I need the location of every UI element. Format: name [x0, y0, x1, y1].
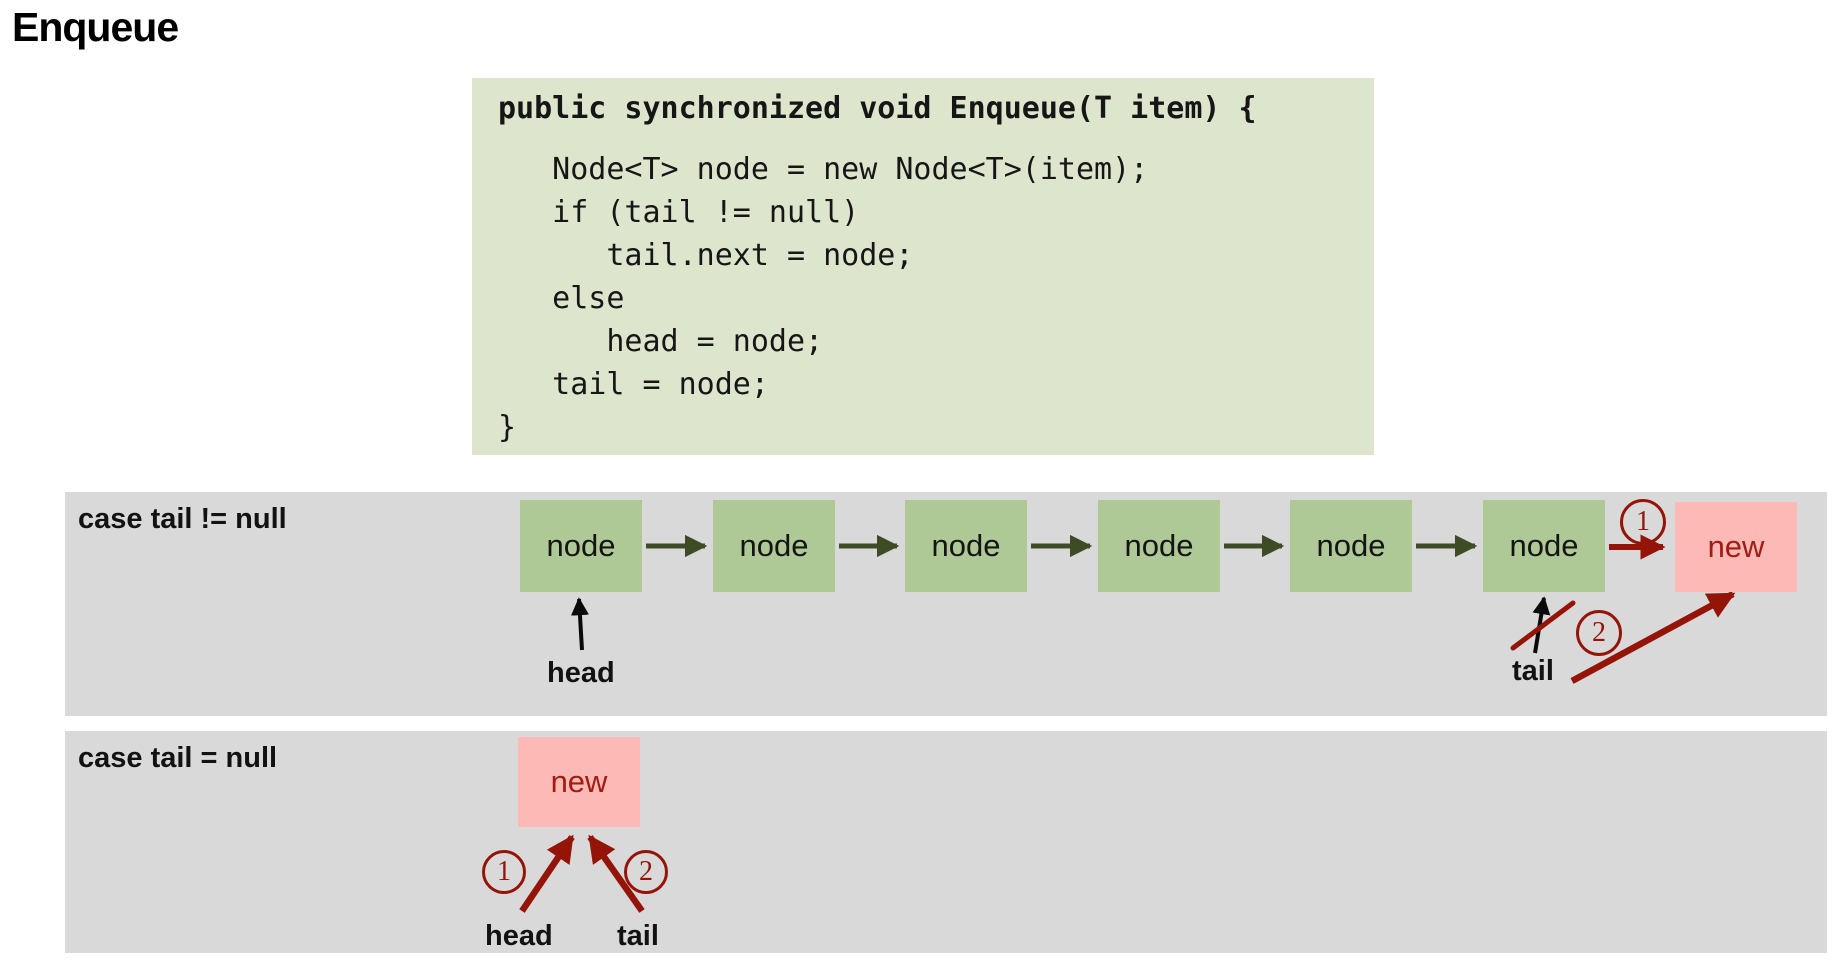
code-line: } [498, 410, 517, 445]
code-line: tail = node; [498, 367, 769, 402]
tail-label: tail [617, 920, 659, 952]
list-node: node [1290, 500, 1412, 592]
step1-badge: 1 [1620, 499, 1666, 545]
case-tail-not-null-panel: case tail != null [65, 492, 1827, 716]
tail-label: tail [1512, 655, 1554, 687]
list-node: node [713, 500, 835, 592]
step1-badge: 1 [482, 850, 526, 894]
list-node: node [1483, 500, 1605, 592]
code-line: head = node; [498, 324, 824, 359]
tail-pointer-strikethrough [1510, 600, 1576, 651]
list-node: node [520, 500, 642, 592]
code-line: else [498, 281, 625, 316]
new-node: new [518, 737, 640, 827]
code-line: Node<T> node = new Node<T>(item); [498, 152, 1149, 187]
step2-tail-assign-arrow [587, 834, 645, 913]
head-label: head [547, 657, 615, 689]
case-tail-null-panel: case tail = null new 1 2 head tail [65, 731, 1827, 953]
list-node: node [1098, 500, 1220, 592]
step1-head-assign-arrow [519, 834, 575, 913]
list-node: node [905, 500, 1027, 592]
case-tail-not-null-label: case tail != null [78, 503, 287, 535]
step2-badge: 2 [1576, 610, 1622, 656]
slide-title: Enqueue [12, 4, 179, 50]
code-line: if (tail != null) [498, 195, 860, 230]
head-label: head [485, 920, 553, 952]
code-line: public synchronized void Enqueue(T item)… [498, 91, 1257, 126]
case-tail-null-label: case tail = null [78, 742, 278, 774]
step2-badge: 2 [624, 850, 668, 894]
new-node: new [1675, 502, 1797, 592]
step2-tail-reassign-arrow [1570, 591, 1736, 684]
null-case-arrows [519, 834, 645, 913]
head-pointer-arrow [570, 597, 589, 651]
linked-list-arrows [570, 534, 1736, 684]
code-line: tail.next = node; [498, 238, 914, 273]
enqueue-code-block: public synchronized void Enqueue(T item)… [472, 78, 1374, 455]
enqueue-code: public synchronized void Enqueue(T item)… [498, 87, 1257, 449]
